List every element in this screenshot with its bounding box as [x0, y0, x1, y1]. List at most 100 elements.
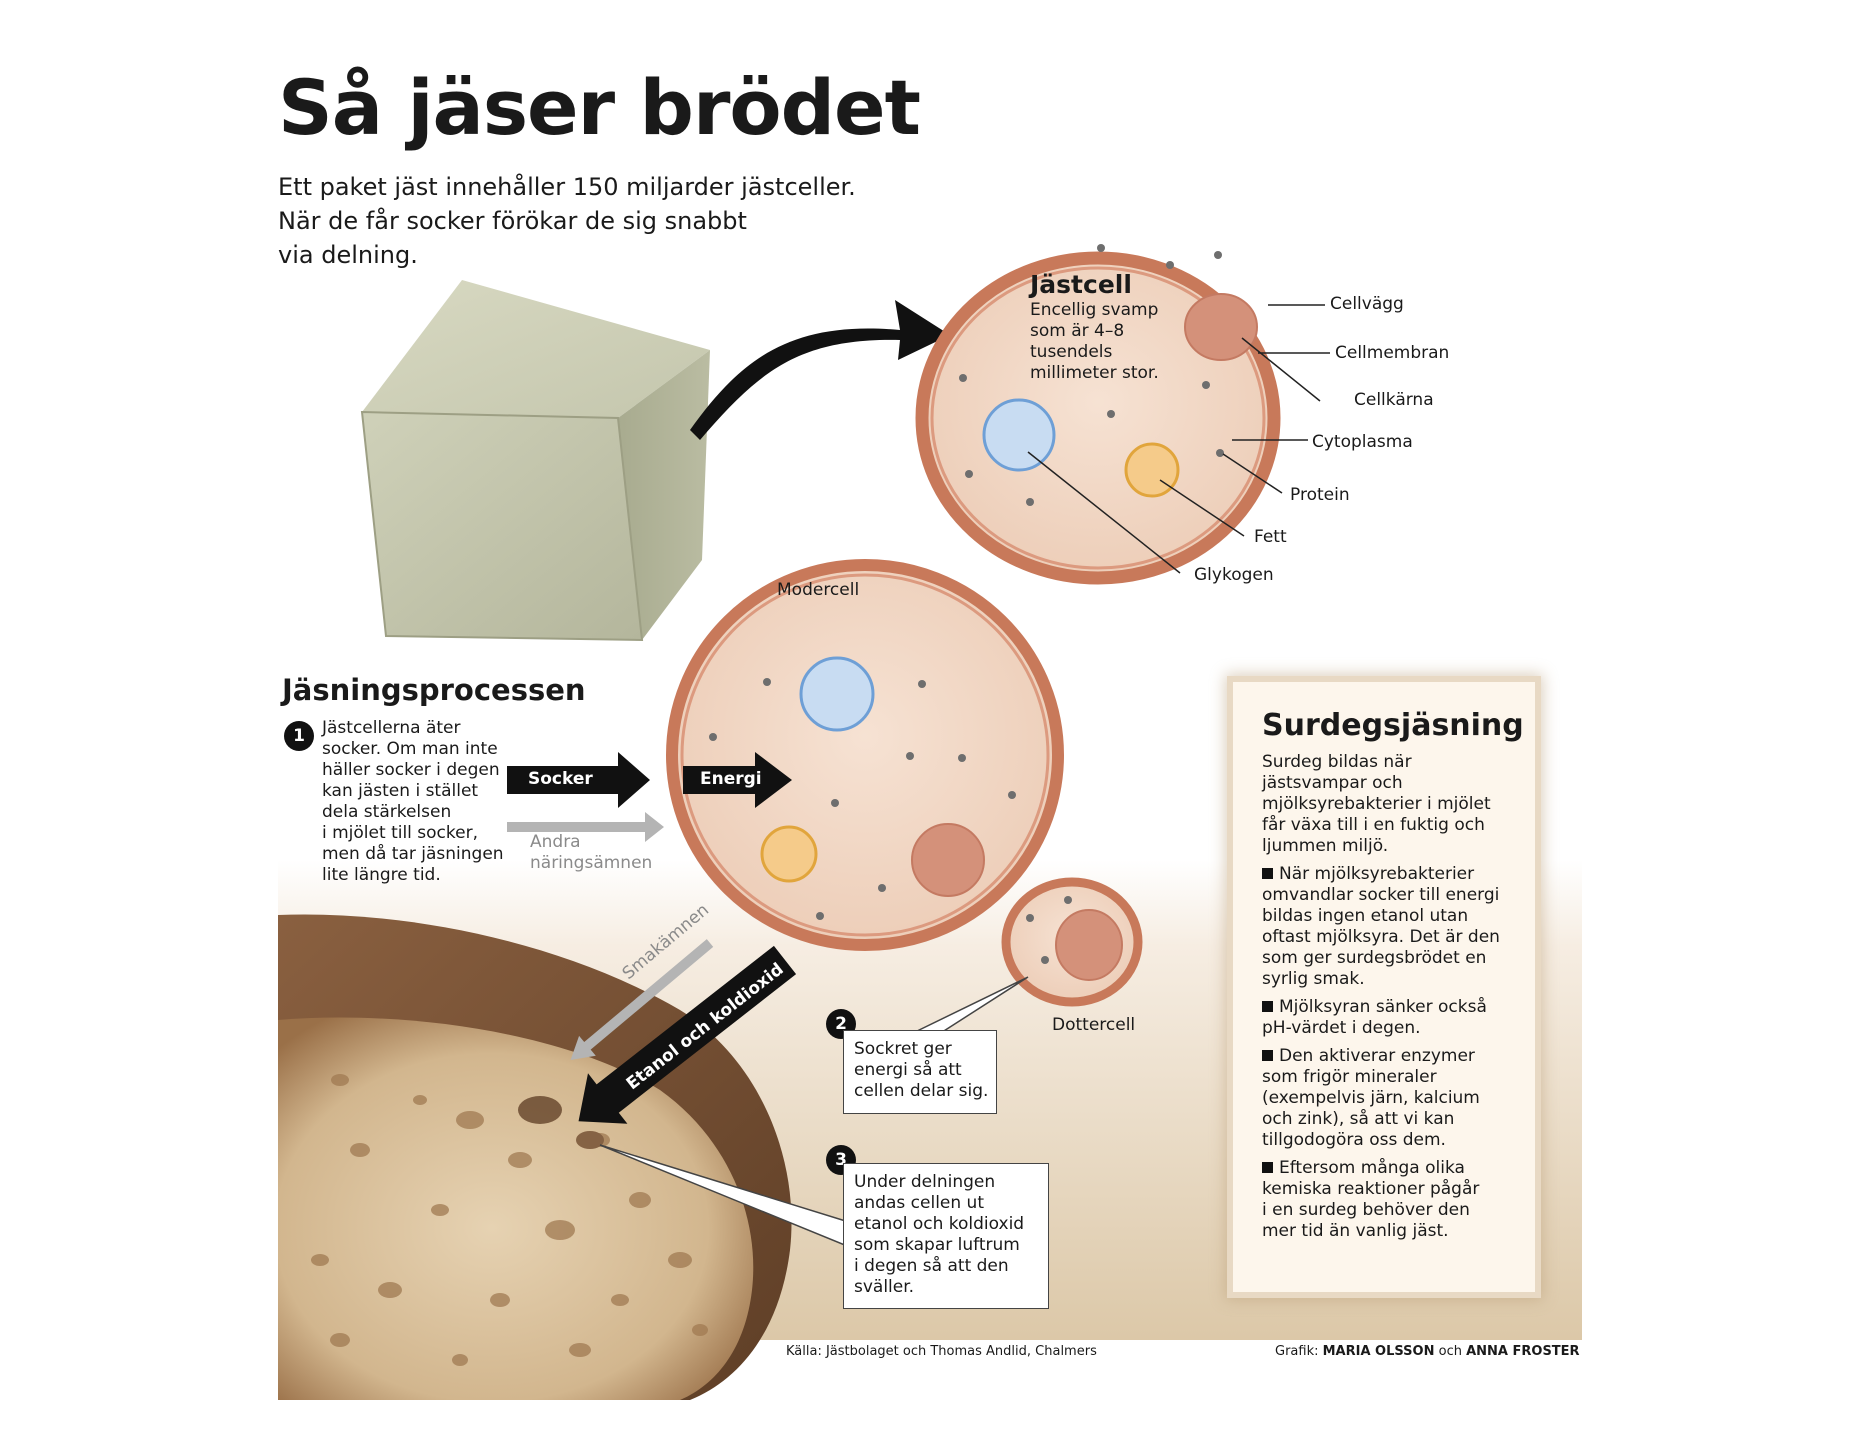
label-naringsamnen: näringsämnen [530, 853, 653, 873]
arrow-to-cell [690, 300, 950, 440]
label-cytoplasma: Cytoplasma [1312, 432, 1413, 452]
text-line: bildas ingen etanol utan [1262, 906, 1469, 926]
sourdough-bullet: Mjölksyran sänker också pH-värdet i dege… [1262, 997, 1522, 1039]
source-credit: Källa: Jästbolaget och Thomas Andlid, Ch… [786, 1344, 1097, 1359]
sourdough-intro: Surdeg bildas när jästsvampar och mjölks… [1262, 752, 1522, 857]
nucleus [1184, 293, 1258, 361]
credit-and: och [1438, 1344, 1462, 1359]
text-line: Den aktiverar enzymer [1279, 1046, 1475, 1066]
leader-lines [1027, 304, 1330, 574]
label-protein: Protein [1290, 485, 1350, 505]
text-line: som ger surdegsbrödet en [1262, 948, 1487, 968]
description-line: millimeter stor. [1030, 363, 1159, 383]
step-line: Under delningen [854, 1172, 996, 1192]
step-line: Sockret ger [854, 1039, 952, 1059]
text-line: kemiska reaktioner pågår [1262, 1179, 1480, 1199]
socker-arrow [507, 752, 650, 808]
description-line: tusendels [1030, 342, 1113, 362]
mother-cell-diagram [666, 559, 1064, 951]
step-line: som skapar luftrum [854, 1235, 1020, 1255]
etanol-arrow [578, 945, 797, 1124]
label-dottercell: Dottercell [1052, 1015, 1136, 1035]
text-line: får växa till i en fuktig och [1262, 815, 1485, 835]
text-line: mer tid än vanlig jäst. [1262, 1221, 1449, 1241]
yeast-cell-description: Encellig svamp som är 4–8 tusendels mill… [1030, 300, 1159, 384]
bread-air-holes [311, 1074, 708, 1366]
text-line: omvandlar socker till energi [1262, 885, 1500, 905]
energi-arrow [683, 752, 792, 808]
graphics-credit: Grafik: MARIA OLSSON och ANNA FROSTER [1275, 1344, 1580, 1359]
step-line: Jästcellerna äter [322, 718, 461, 738]
label-cellvagg: Cellvägg [1330, 294, 1404, 314]
yeast-cell-diagram [915, 244, 1330, 585]
credit-prefix: Grafik: [1275, 1344, 1319, 1359]
smakamnen-arrow [570, 939, 714, 1060]
label-cellkarna: Cellkärna [1354, 390, 1434, 410]
subtitle-line: via delning. [278, 241, 418, 269]
label-glykogen: Glykogen [1194, 565, 1274, 585]
daughter-cell-diagram [1001, 877, 1143, 1007]
text-line: mjölksyrebakterier i mjölet [1262, 794, 1491, 814]
sourdough-bullet: Den aktiverar enzymer som frigör mineral… [1262, 1046, 1522, 1151]
fat [1124, 442, 1180, 498]
label-energi: Energi [700, 769, 762, 789]
label-cellmembran: Cellmembran [1335, 343, 1450, 363]
bullet-icon [1262, 868, 1273, 879]
text-line: och zink), så att vi kan [1262, 1109, 1455, 1129]
text-line: Mjölksyran sänker också [1279, 997, 1487, 1017]
text-line: som frigör mineraler [1262, 1067, 1437, 1087]
label-fett: Fett [1254, 527, 1287, 547]
step-line: i degen så att den [854, 1256, 1009, 1276]
bullet-icon [1262, 1162, 1273, 1173]
text-line: i en surdeg behöver den [1262, 1200, 1470, 1220]
step-line: kan jästen i stället [322, 781, 479, 801]
yeast-block-illustration [360, 280, 710, 642]
bullet-icon [1262, 1050, 1273, 1061]
subtitle: Ett paket jäst innehåller 150 miljarder … [278, 170, 918, 272]
text-line: Surdeg bildas när [1262, 752, 1412, 772]
step-1-badge: 1 [284, 721, 314, 751]
step-line: dela stärkelsen [322, 802, 452, 822]
glycogen [982, 398, 1056, 472]
description-line: som är 4–8 [1030, 321, 1125, 341]
subtitle-line: När de får socker förökar de sig snabbt [278, 207, 747, 235]
text-line: ljummen miljö. [1262, 836, 1389, 856]
step-line: häller socker i degen [322, 760, 500, 780]
sourdough-bullet: Eftersom många olika kemiska reaktioner … [1262, 1158, 1522, 1242]
step-line: i mjölet till socker, [322, 823, 478, 843]
step-line: men då tar jäsningen [322, 844, 504, 864]
nutrients-arrow [507, 812, 664, 842]
step-line: socker. Om man inte [322, 739, 498, 759]
sourdough-bullet: När mjölksyrebakterier omvandlar socker … [1262, 864, 1522, 990]
protein-dots [959, 244, 1224, 506]
text-line: pH-värdet i degen. [1262, 1018, 1421, 1038]
text-line: När mjölksyrebakterier [1279, 864, 1475, 884]
label-modercell: Modercell [777, 580, 860, 600]
text-line: oftast mjölksyra. Det är den [1262, 927, 1500, 947]
step-1-text: Jästcellerna äter socker. Om man inte hä… [322, 718, 504, 886]
page-title: Så jäser brödet [278, 63, 921, 152]
subtitle-line: Ett paket jäst innehåller 150 miljarder … [278, 173, 856, 201]
step-line: sväller. [854, 1277, 915, 1297]
text-line: tillgodogöra oss dem. [1262, 1130, 1446, 1150]
step-line: energi så att [854, 1060, 962, 1080]
step-line: andas cellen ut [854, 1193, 984, 1213]
yeast-cell-title: Jästcell [1030, 270, 1132, 299]
label-socker: Socker [528, 769, 593, 789]
description-line: Encellig svamp [1030, 300, 1159, 320]
text-line: Eftersom många olika [1279, 1158, 1465, 1178]
sourdough-title: Surdegsjäsning [1262, 708, 1524, 743]
step-2-callout: Sockret ger energi så att cellen delar s… [843, 1030, 997, 1114]
credit-name: ANNA FROSTER [1466, 1344, 1580, 1359]
bullet-icon [1262, 1001, 1273, 1012]
text-line: (exempelvis järn, kalcium [1262, 1088, 1480, 1108]
text-line: jästsvampar och [1262, 773, 1403, 793]
sourdough-panel [1233, 682, 1535, 1292]
label-andra: Andra [530, 832, 581, 852]
step-line: cellen delar sig. [854, 1081, 989, 1101]
step-line: lite längre tid. [322, 865, 441, 885]
step-3-callout: Under delningen andas cellen ut etanol o… [843, 1163, 1049, 1309]
sourdough-body: Surdeg bildas när jästsvampar och mjölks… [1262, 752, 1522, 1249]
text-line: syrlig smak. [1262, 969, 1365, 989]
